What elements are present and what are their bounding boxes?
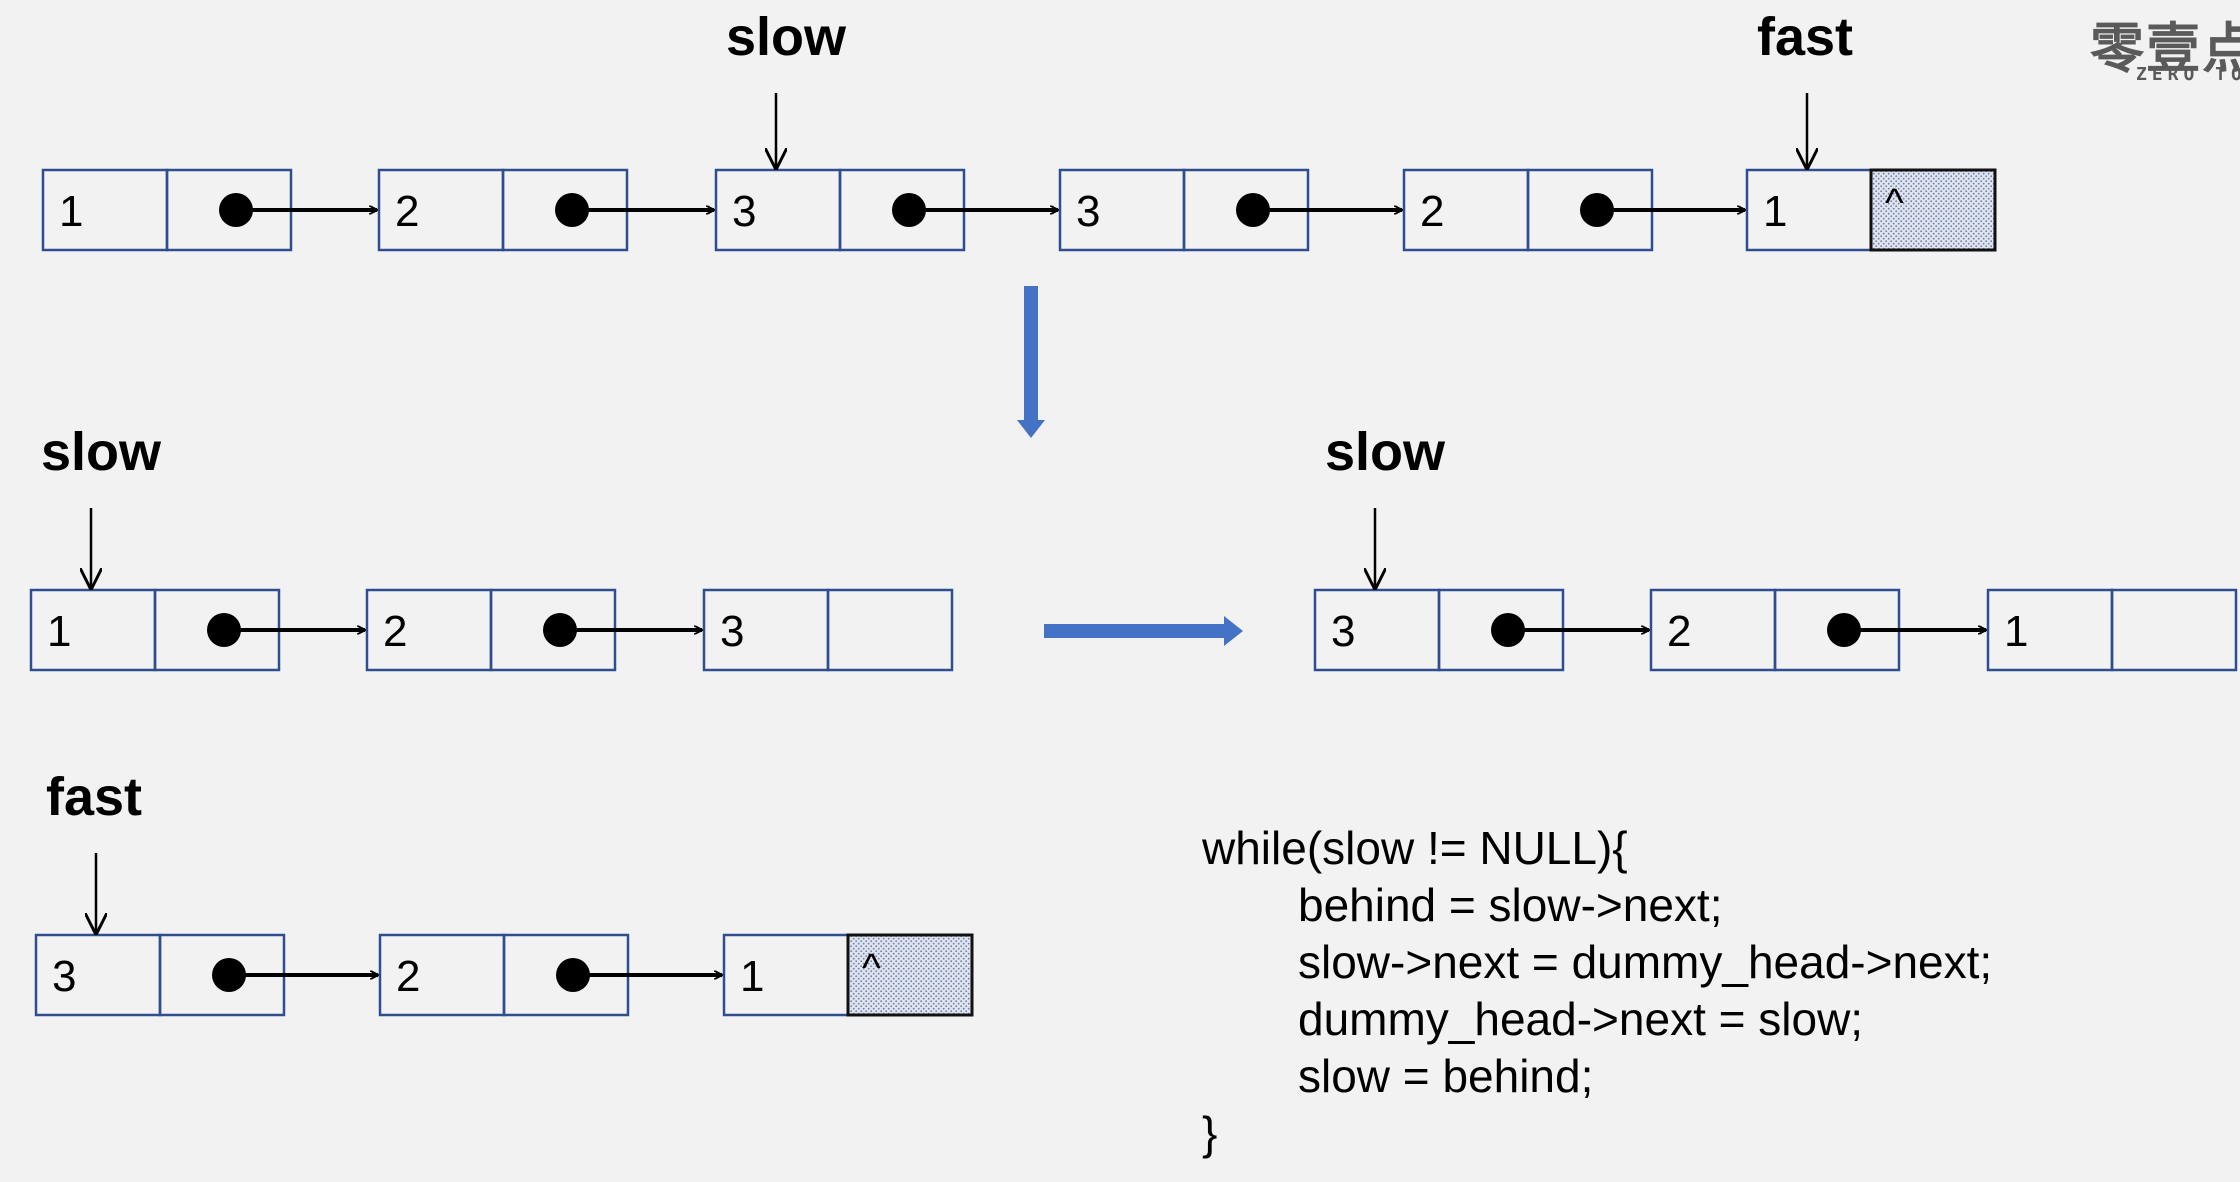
node-value: 3 <box>1331 607 1355 656</box>
list-node: 3 <box>34 933 378 1017</box>
right-arrow-head <box>1224 616 1243 646</box>
logo-cjk-text: 零壹点 <box>2090 17 2240 80</box>
node-value: 1 <box>59 187 83 236</box>
fast-pointer-label: fast <box>1757 7 1853 67</box>
node-value: 3 <box>720 607 744 656</box>
left-linked-list: 1 2 3 slow <box>29 422 954 672</box>
code-line: slow = behind; <box>1298 1050 1594 1102</box>
node-value: 2 <box>1420 187 1444 236</box>
list-node: 2 <box>365 588 702 672</box>
list-node: 3 <box>1058 168 1402 252</box>
node-next-field <box>826 588 954 672</box>
right-linked-list: 3 2 1 slow <box>1313 422 2238 672</box>
node-value: 1 <box>2004 607 2028 656</box>
node-value: 2 <box>396 952 420 1001</box>
slow-pointer-label: slow <box>1325 422 1446 482</box>
list-node: 1 <box>41 168 377 252</box>
brand-logo: 零壹点 ZERO TO <box>2070 0 2240 92</box>
list-node: 2 <box>1402 168 1745 252</box>
list-node: 3 <box>1313 588 1649 672</box>
list-node: 2 <box>1649 588 1986 672</box>
code-line: while(slow != NULL){ <box>1202 822 1628 874</box>
code-line: dummy_head->next = slow; <box>1298 993 1864 1045</box>
node-value: 1 <box>740 952 764 1001</box>
node-value: 1 <box>1763 187 1787 236</box>
right-arrow-shaft <box>1044 624 1226 638</box>
code-line: } <box>1202 1107 1218 1159</box>
code-line: slow->next = dummy_head->next; <box>1298 936 1993 988</box>
node-value: 2 <box>1667 607 1691 656</box>
down-arrow-head <box>1017 420 1045 438</box>
logo-latin-text: ZERO TO <box>2136 64 2240 85</box>
node-value: 1 <box>47 607 71 656</box>
list-node: 3 <box>714 168 1058 252</box>
down-arrow-shaft <box>1024 286 1038 422</box>
list-node: 1^ <box>1745 168 1997 252</box>
fast-pointer-label: fast <box>46 767 142 827</box>
list-node: 1 <box>1986 588 2238 672</box>
slow-pointer-label: slow <box>726 7 847 67</box>
null-pointer-field <box>1869 168 1997 252</box>
node-value: 3 <box>52 952 76 1001</box>
null-marker: ^ <box>1885 181 1904 225</box>
list-node: 1 <box>29 588 365 672</box>
node-next-field <box>2110 588 2238 672</box>
code-block: while(slow != NULL){behind = slow->next;… <box>1202 820 1992 1162</box>
node-value: 2 <box>395 187 419 236</box>
list-node: 2 <box>378 933 722 1017</box>
slow-pointer-label: slow <box>41 422 162 482</box>
node-value: 2 <box>383 607 407 656</box>
node-value: 3 <box>732 187 756 236</box>
code-line: behind = slow->next; <box>1298 879 1723 931</box>
null-marker: ^ <box>862 946 881 990</box>
down-flow-arrow <box>1017 286 1045 438</box>
list-node: 3 <box>702 588 954 672</box>
list-node: 2 <box>377 168 714 252</box>
list-node: 1^ <box>722 933 974 1017</box>
right-flow-arrow <box>1044 616 1243 646</box>
null-pointer-field <box>846 933 974 1017</box>
node-value: 3 <box>1076 187 1100 236</box>
